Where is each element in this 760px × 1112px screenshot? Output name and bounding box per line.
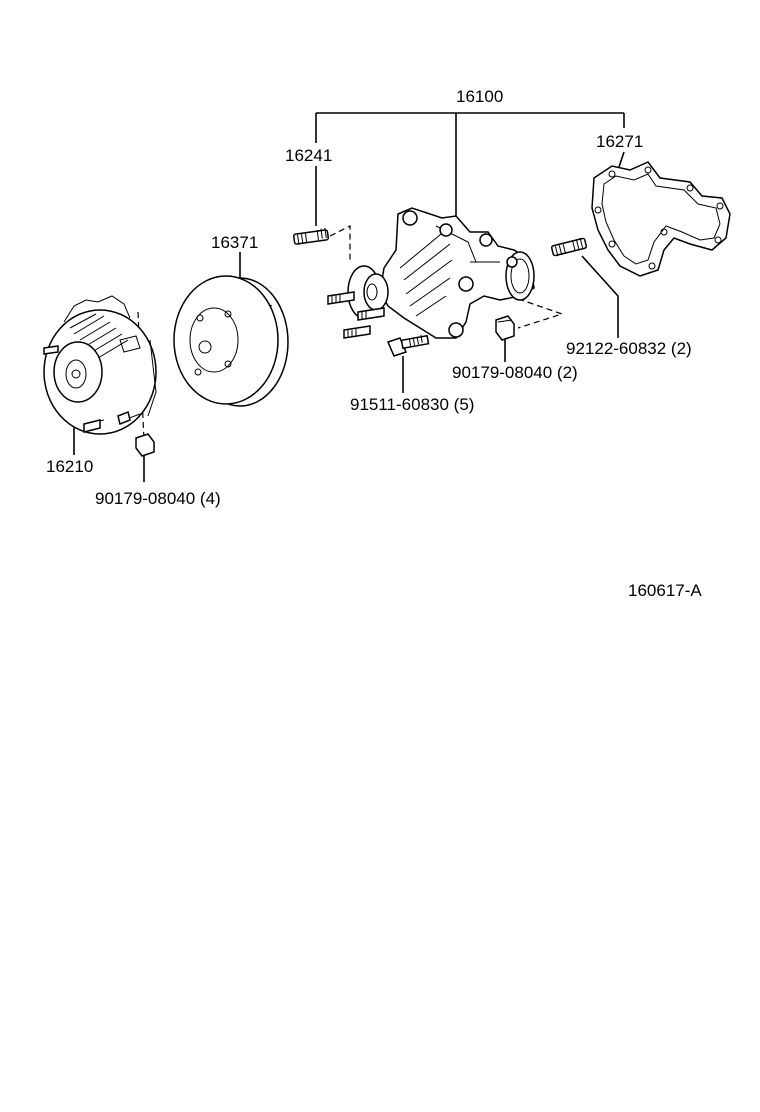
- drawing-code: 160617-A: [628, 581, 702, 600]
- pulley-16371: [173, 275, 289, 407]
- label-16271: 16271: [596, 132, 643, 151]
- bolt-91511: [386, 334, 430, 357]
- label-16241: 16241: [285, 146, 332, 165]
- label-16100: 16100: [456, 87, 503, 106]
- stud-bolt-92122: [550, 237, 588, 257]
- water-pump-body: [327, 207, 535, 339]
- leader-lines: [73, 112, 625, 482]
- nut-90179-pump: [495, 315, 515, 341]
- label-16371: 16371: [211, 233, 258, 252]
- gasket-16271: [591, 161, 731, 277]
- nut-90179-coupling: [135, 433, 155, 457]
- label-90179-08040-coupling: 90179-08040 (4): [95, 489, 221, 508]
- label-91511-60830: 91511-60830 (5): [350, 395, 474, 414]
- label-92122-60832: 92122-60832 (2): [566, 339, 692, 358]
- labels: 16100 16241 16271 16371 16210 91511-6083…: [46, 87, 702, 600]
- fan-coupling-16210: [43, 295, 157, 435]
- label-16210: 16210: [46, 457, 93, 476]
- stud-bolt-16241: [292, 227, 330, 245]
- label-90179-08040-pump: 90179-08040 (2): [452, 363, 578, 382]
